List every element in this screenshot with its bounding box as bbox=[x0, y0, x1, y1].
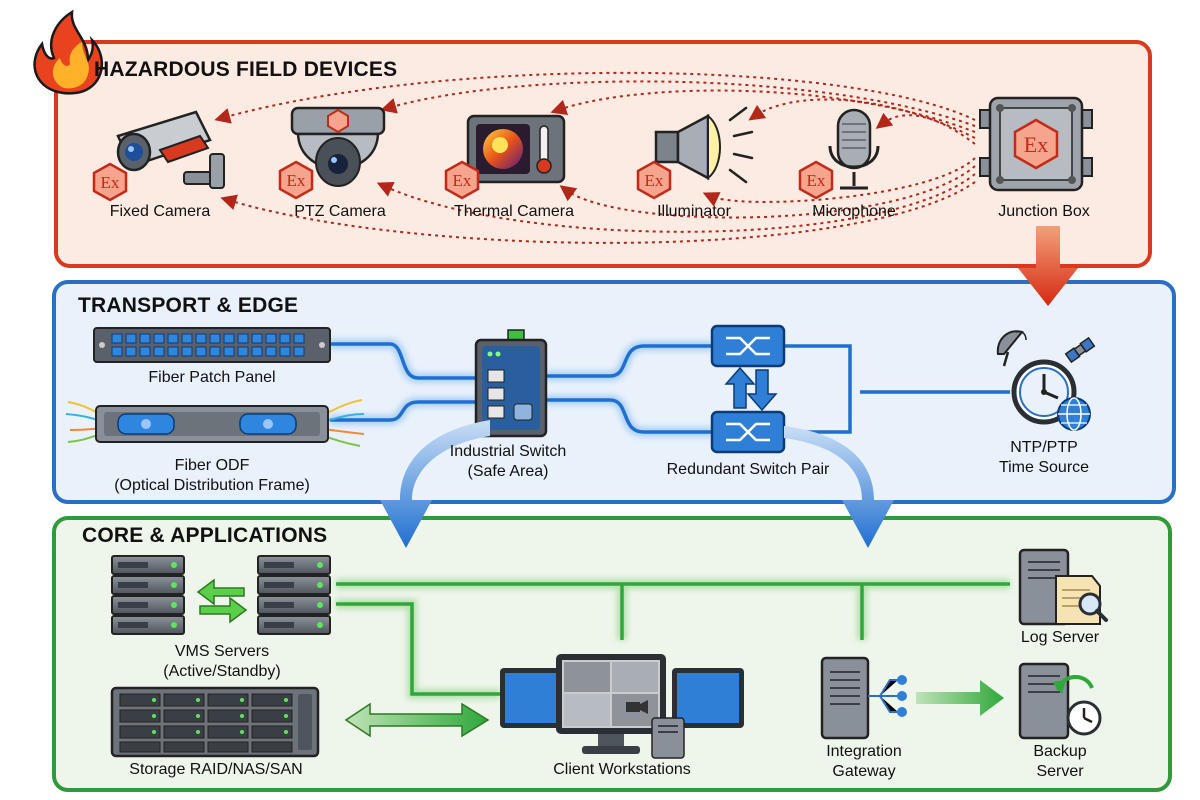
ex-badge-icon bbox=[92, 162, 128, 202]
zone-field-panel bbox=[54, 40, 1152, 268]
fixed-camera-label: Fixed Camera bbox=[109, 203, 211, 220]
ptz-camera-top-badge bbox=[327, 108, 349, 134]
globe-icon bbox=[1057, 397, 1091, 431]
storage-icon bbox=[110, 686, 320, 758]
client-workstations-label: Client Workstations bbox=[553, 761, 691, 778]
fixed-camera-badge: Ex bbox=[101, 173, 120, 192]
client-workstations-icon bbox=[500, 654, 744, 759]
fiber-patch-panel-label: Fiber Patch Panel bbox=[148, 369, 276, 386]
industrial-switch-icon bbox=[474, 329, 548, 438]
backup-server-label-line2: Server bbox=[1036, 763, 1084, 780]
zone-field-title: HAZARDOUS FIELD DEVICES bbox=[94, 58, 398, 81]
fiber-odf-label-line1: Fiber ODF bbox=[174, 457, 250, 474]
transport-to-core-arrows bbox=[380, 420, 894, 548]
ex-badge-icon bbox=[1013, 118, 1059, 170]
zone-transport-panel bbox=[52, 280, 1176, 504]
field-to-transport-arrow bbox=[1018, 226, 1078, 306]
magnifier-icon bbox=[1078, 592, 1108, 622]
log-server-label: Log Server bbox=[1020, 629, 1100, 646]
storage-label: Storage RAID/NAS/SAN bbox=[129, 761, 303, 778]
integration-gateway-label-line2: Gateway bbox=[832, 763, 896, 780]
ptz-camera-badge: Ex bbox=[287, 171, 306, 190]
fixed-camera-icon bbox=[116, 110, 225, 189]
field-wiring bbox=[214, 71, 976, 244]
ex-badge-icon bbox=[278, 160, 314, 200]
vms-servers-icon bbox=[111, 555, 331, 635]
gateway-to-backup-arrow bbox=[916, 680, 1004, 716]
junction-box-icon bbox=[979, 96, 1093, 192]
integration-gateway-icon bbox=[820, 656, 907, 740]
ex-badge-icon bbox=[444, 160, 480, 200]
fiber-links bbox=[330, 342, 1010, 434]
microphone-icon bbox=[828, 108, 880, 190]
fiber-odf-icon bbox=[65, 399, 365, 447]
junction-box-label: Junction Box bbox=[998, 203, 1090, 220]
core-links bbox=[336, 582, 1010, 696]
satellite-icon bbox=[996, 330, 1096, 367]
vms-servers-label-line2: (Active/Standby) bbox=[163, 663, 281, 680]
redundant-switch-pair-icon bbox=[710, 324, 786, 454]
flame-icon bbox=[33, 9, 104, 95]
backup-server-label: Backup Server bbox=[1033, 742, 1086, 782]
industrial-switch-label: Industrial Switch (Safe Area) bbox=[450, 442, 567, 482]
backup-server-icon bbox=[1018, 662, 1102, 740]
thermal-camera-label: Thermal Camera bbox=[453, 203, 575, 220]
ptz-camera-label: PTZ Camera bbox=[294, 203, 386, 220]
thermal-camera-icon bbox=[466, 114, 566, 184]
illuminator-icon bbox=[654, 106, 754, 184]
vms-servers-label: VMS Servers (Active/Standby) bbox=[163, 642, 280, 682]
integration-gateway-label: Integration Gateway bbox=[826, 742, 902, 782]
ex-badge-icon bbox=[636, 160, 672, 200]
fiber-odf-label-line2: (Optical Distribution Frame) bbox=[114, 477, 310, 494]
thermal-camera-badge: Ex bbox=[453, 171, 472, 190]
time-source-label: NTP/PTP Time Source bbox=[999, 438, 1089, 478]
backup-server-label-line1: Backup bbox=[1033, 743, 1087, 760]
ex-badge-icon bbox=[798, 160, 834, 200]
illuminator-badge: Ex bbox=[645, 171, 664, 190]
vms-servers-label-line1: VMS Servers bbox=[174, 643, 270, 660]
redundant-switch-pair-label: Redundant Switch Pair bbox=[666, 461, 830, 478]
zone-core-title: CORE & APPLICATIONS bbox=[82, 524, 328, 547]
time-source-label-line2: Time Source bbox=[998, 459, 1090, 476]
industrial-switch-label-line2: (Safe Area) bbox=[467, 463, 549, 480]
fiber-odf-label: Fiber ODF (Optical Distribution Frame) bbox=[114, 456, 310, 496]
illuminator-label: Illuminator bbox=[657, 203, 731, 220]
integration-gateway-label-line1: Integration bbox=[826, 743, 902, 760]
time-source-label-line1: NTP/PTP bbox=[1010, 439, 1078, 456]
microphone-badge: Ex bbox=[807, 171, 826, 190]
zone-transport-title: TRANSPORT & EDGE bbox=[78, 294, 299, 317]
industrial-switch-label-line1: Industrial Switch bbox=[449, 443, 567, 460]
microphone-label: Microphone bbox=[812, 203, 896, 220]
storage-link-arrow bbox=[344, 702, 490, 738]
junction-box-badge: Ex bbox=[1024, 132, 1048, 157]
fiber-patch-panel-icon bbox=[93, 327, 331, 363]
